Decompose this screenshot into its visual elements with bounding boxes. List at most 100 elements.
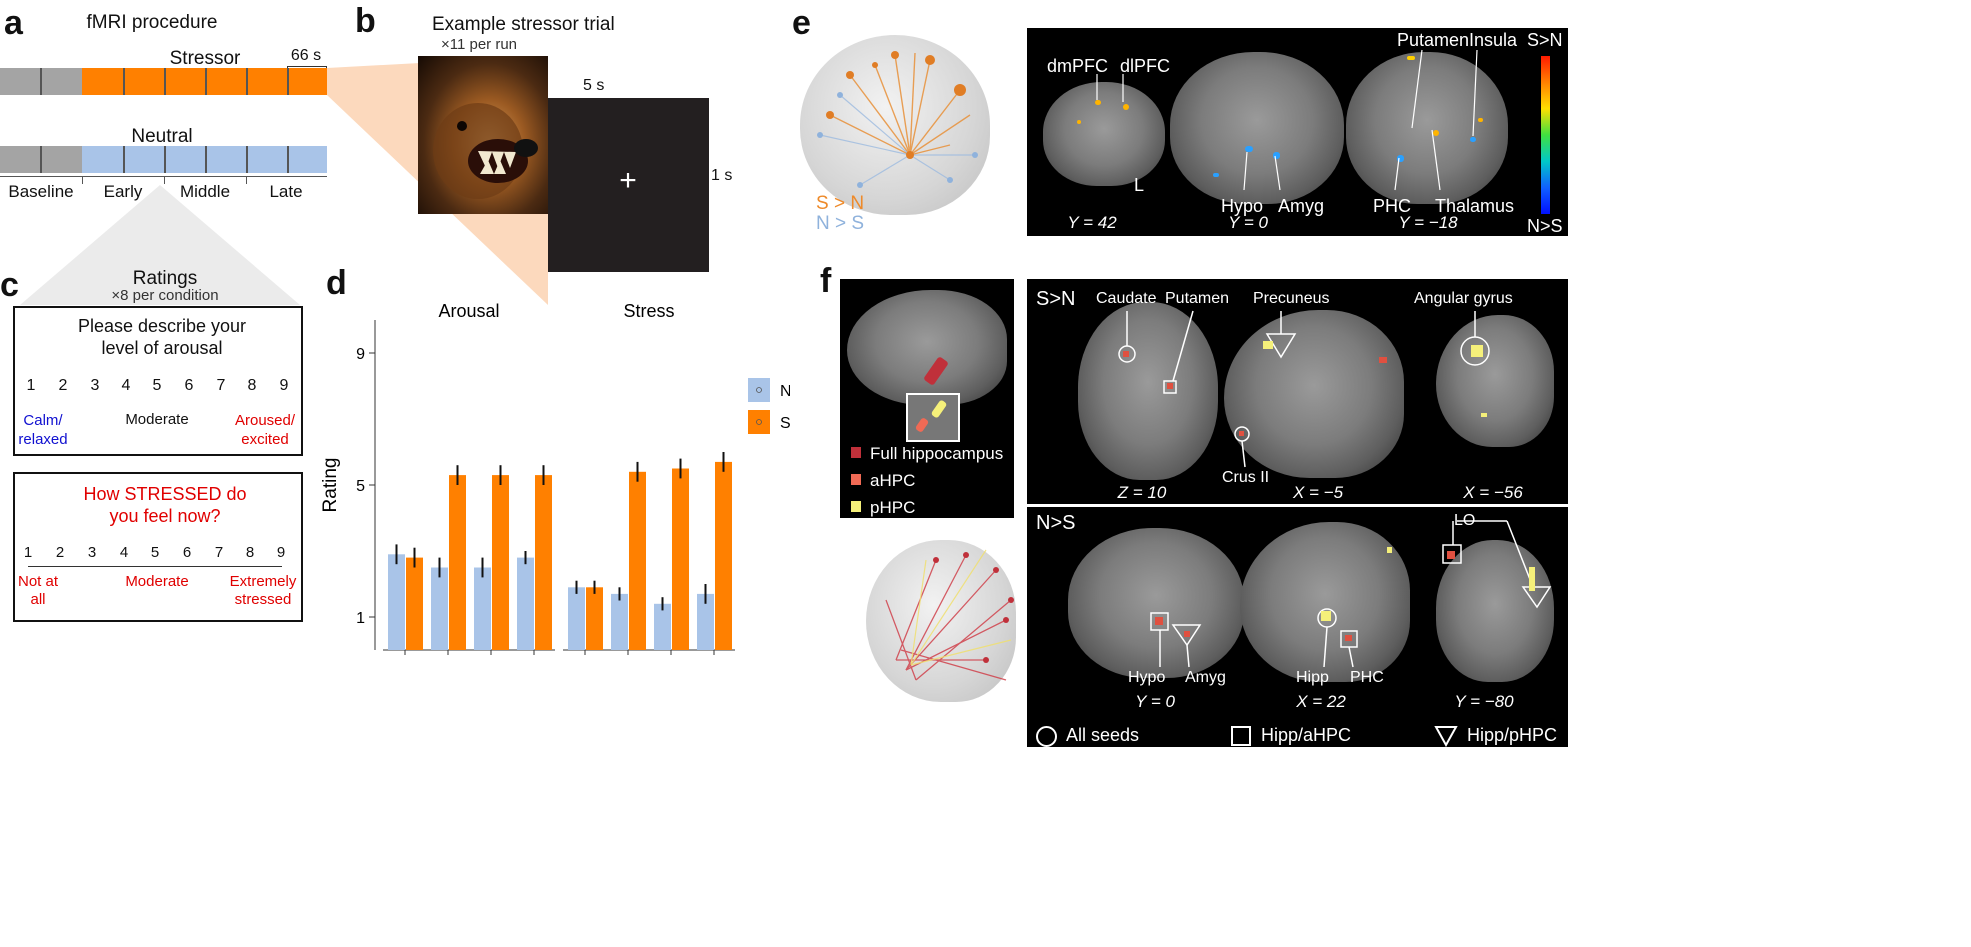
label-putamen: Putamen [1397,30,1470,50]
phase-middle: Middle [179,182,231,201]
image-duration: 5 s [583,77,605,94]
colorbar-bottom-label: N>S [1527,216,1563,236]
arousal-scale-number: 7 [216,377,226,394]
legend-dot [756,419,762,425]
coord-y0-f: Y = 0 [1135,692,1175,711]
brain-slice-x-56 [1436,315,1554,447]
bar-S [406,557,423,650]
label-angular-gyrus: Angular gyrus [1414,290,1513,307]
label-hipp: Hipp [1296,669,1329,686]
stress-question-line1: How STRESSED do [83,484,247,504]
label-leader-lines-e [1096,49,1478,191]
label-amyg-f: Amyg [1185,669,1226,686]
stress-scale-number: 4 [119,544,129,561]
f-divider [1027,504,1568,507]
stress-mid-anchor: Moderate [125,573,189,590]
square-marker-icon [1231,726,1251,746]
label-precuneus: Precuneus [1253,290,1330,307]
sagittal-seed-brain [847,290,1007,405]
bar-N [611,593,628,650]
legend-phpc: pHPC [870,498,916,517]
stress-low-anchor-line1: Not at [17,573,59,590]
glass-brain-f [866,540,1016,702]
arousal-question-line1: Please describe your [77,316,247,336]
fixation-cross: + [619,164,637,197]
panel-label-f: f [820,262,832,300]
circle-marker-icon [1036,726,1057,747]
phase-baseline: Baseline [8,182,74,201]
legend-ahpc: aHPC [870,471,916,490]
stress-scale-number: 6 [182,544,192,561]
stress-scale-number: 2 [55,544,65,561]
label-putamen-f: Putamen [1165,290,1230,307]
coord-y42: Y = 42 [1067,213,1117,232]
ns-markers [1150,520,1552,668]
ns-row-label: N>S [1036,512,1076,534]
fixation-duration: 1 s [711,167,733,184]
coord-z10: Z = 10 [1117,483,1167,502]
panel-label-e: e [792,4,811,42]
label-dmpfc: dmPFC [1047,56,1109,76]
arousal-low-anchor-line1: Calm/ [23,412,63,429]
label-insula: Insula [1469,30,1518,50]
arousal-scale-number: 8 [247,377,257,394]
brain-slice-y42 [1043,82,1165,186]
legend-swatch-S [748,410,770,434]
panel-label-c: c [0,266,19,304]
coord-x22: X = 22 [1296,692,1346,711]
arousal-mid-anchor: Moderate [125,411,189,428]
connectivity-lines-e [817,51,978,188]
panel-label-b: b [355,2,376,40]
phase-late: Late [269,182,303,201]
panel-label-d: d [326,264,347,302]
legend-swatch-full [851,447,861,458]
bar-S [586,587,603,650]
triangle-marker-icon [1434,726,1458,747]
legend-label-S: S [780,415,790,432]
bar-N [568,587,585,650]
duration-label: 66 s [290,47,322,64]
stressor-image [418,56,548,214]
legend-swatch-phpc [851,501,861,512]
y-tick-label: 1 [356,610,365,627]
arousal-scale-number: 3 [90,377,100,394]
legend-label-N: N [780,383,790,400]
connectivity-lines-f [885,549,1014,681]
stressor-bar [82,68,327,95]
trial-title: Example stressor trial [432,14,615,35]
legend-full-hippocampus: Full hippocampus [870,444,1004,463]
subplot-title: Arousal [438,301,499,321]
panel-label-a: a [4,4,23,42]
brain-slice-x-5 [1224,310,1404,478]
arousal-question-line2: level of arousal [101,338,223,358]
arousal-scale-number: 4 [121,377,131,394]
seed-legend-ahpc: Hipp/aHPC [1261,725,1352,745]
brain-slice-y0-f [1068,528,1244,678]
stressor-label: Stressor [169,48,241,69]
label-dlpfc: dlPFC [1120,56,1171,76]
brain-slice-y-18 [1346,52,1508,204]
colorbar-top-label: S>N [1527,30,1563,50]
stress-scale-number: 9 [276,544,286,561]
bar-N [431,567,448,650]
fixation-screen [548,98,709,272]
duration-bracket [287,66,326,67]
coord-x-56: X = −56 [1463,483,1523,502]
legend-swatch-N [748,378,770,402]
sn-legend: S > N [816,193,865,214]
ns-legend: N > S [816,213,865,234]
bar-S [715,461,732,650]
legend-dot [756,387,762,393]
bar-S [449,475,466,650]
ratings-title: Ratings [132,268,198,289]
label-hypo-f: Hypo [1128,669,1166,686]
label-hypo: Hypo [1221,196,1264,216]
label-thalamus: Thalamus [1435,196,1515,216]
hippocampus-inset [906,393,960,442]
arousal-scale-number: 2 [58,377,68,394]
label-left-hemisphere: L [1134,175,1145,195]
brain-slice-y0 [1170,52,1344,204]
arousal-high-anchor-line1: Aroused/ [234,412,296,429]
trial-repeats: ×11 per run [441,36,518,53]
arousal-scale-number: 5 [152,377,162,394]
